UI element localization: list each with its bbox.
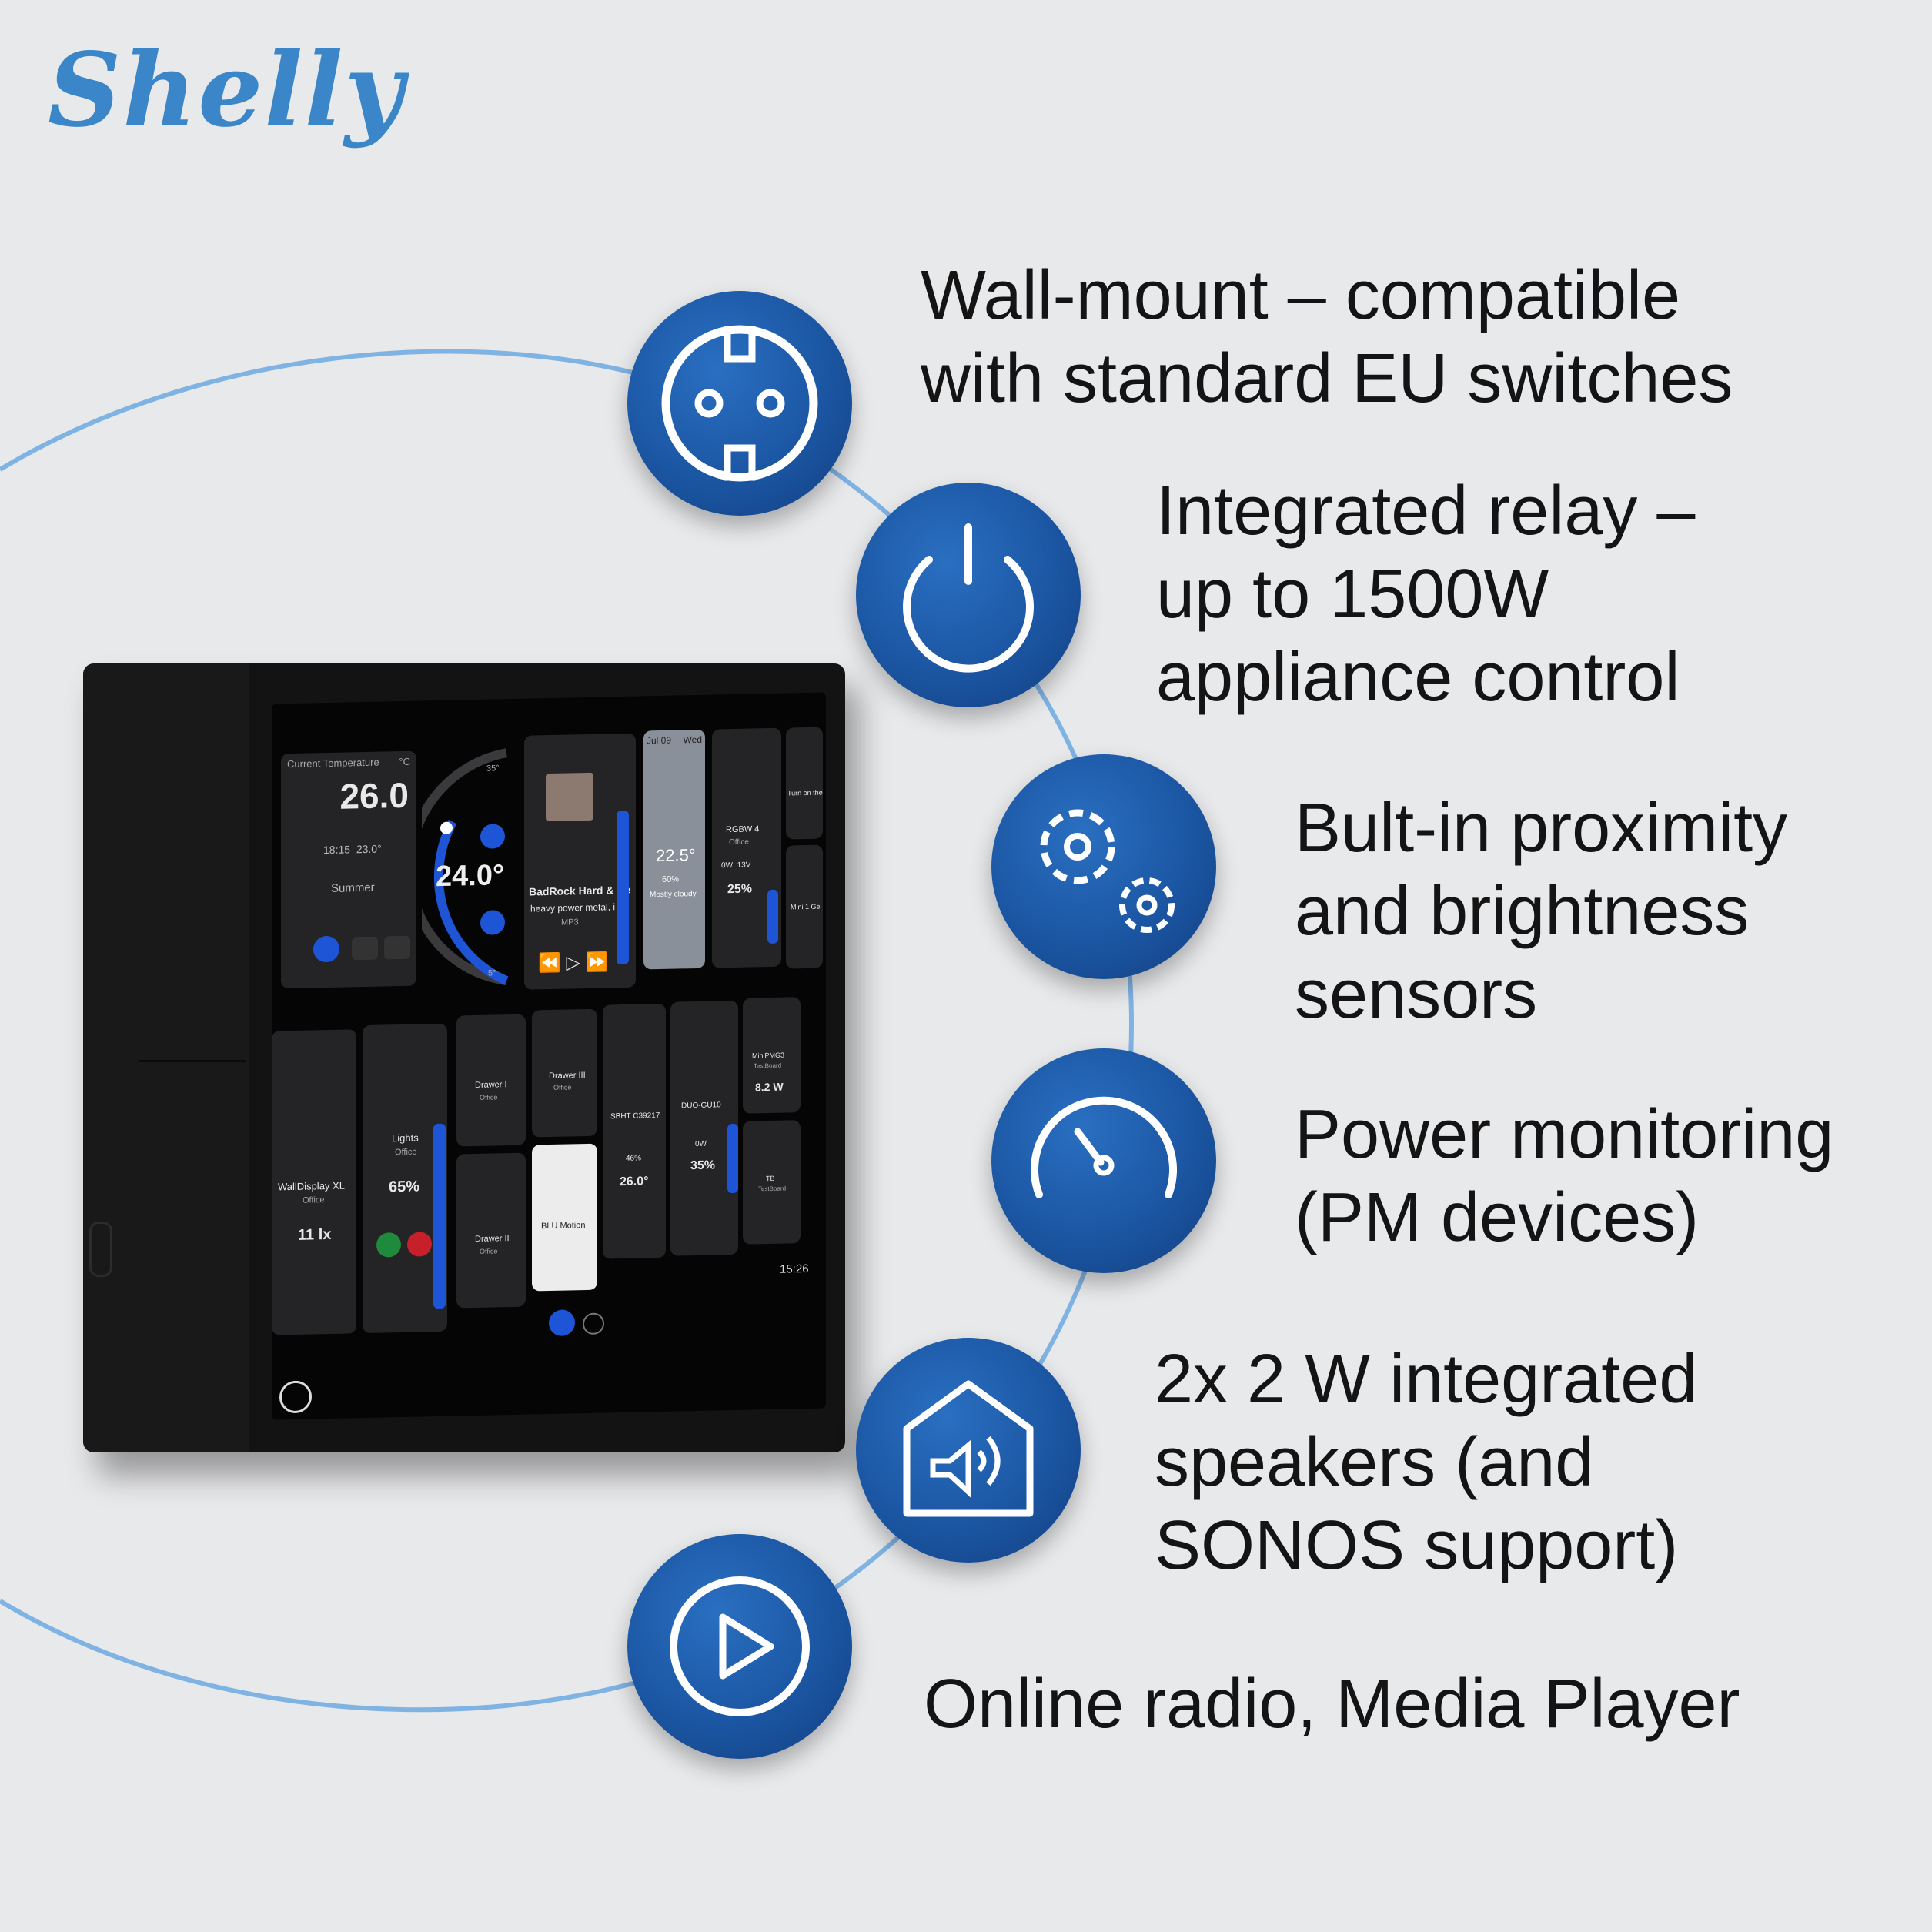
drawer-3-tile[interactable]: Drawer III Office: [532, 1008, 597, 1138]
lights-off-button[interactable]: [407, 1232, 432, 1257]
current-temperature-tile[interactable]: Current Temperature °C 26.0 18:15 23.0° …: [281, 750, 416, 989]
home-nav-button[interactable]: [549, 1309, 575, 1336]
wall-display-device: Current Temperature °C 26.0 18:15 23.0° …: [83, 663, 845, 1452]
smart-speaker-house-icon: [856, 1338, 1081, 1563]
rgbw-tile[interactable]: RGBW 4 Office 0W 13V 25%: [712, 727, 781, 968]
gears-icon: [991, 754, 1216, 979]
walldisplay-tile[interactable]: WallDisplay XL Office 11 lx: [272, 1029, 356, 1335]
shelly-badge: [279, 1380, 312, 1414]
duo-gu10-tile[interactable]: DUO-GU10 0W 35%: [670, 1000, 738, 1256]
side-button[interactable]: [89, 1222, 112, 1277]
eu-socket-icon: [627, 291, 852, 516]
sbht-tile[interactable]: SBHT C39217 46% 26.0°: [603, 1003, 666, 1259]
weather-tile[interactable]: Jul 09 Wed 22.5° 60% Mostly cloudy: [643, 729, 705, 970]
drawer-1-tile[interactable]: Drawer I Office: [456, 1014, 526, 1147]
album-art: [546, 772, 593, 822]
lights-tile[interactable]: Lights Office 65%: [363, 1023, 447, 1334]
feature-media: Online radio, Media Player: [924, 1666, 1740, 1743]
gauge-icon: [991, 1048, 1216, 1273]
shelly-logo: Shelly: [48, 31, 406, 150]
settings-button[interactable]: [352, 936, 378, 961]
power-button[interactable]: [313, 935, 339, 963]
settings-nav-button[interactable]: [583, 1312, 604, 1335]
device-side-panel: [83, 663, 249, 1452]
tb-tile[interactable]: TB TestBoard: [743, 1120, 801, 1245]
turn-on-tile[interactable]: Turn on the: [786, 727, 823, 840]
drawer-2-tile[interactable]: Drawer II Office: [456, 1152, 526, 1309]
device-screen: Current Temperature °C 26.0 18:15 23.0° …: [272, 692, 826, 1420]
chart-button[interactable]: [384, 935, 410, 960]
minipm-tile[interactable]: MiniPMG3 TestBoard 8.2 W: [743, 997, 801, 1114]
lights-on-button[interactable]: [376, 1232, 401, 1258]
media-player-tile[interactable]: BadRock Hard & He heavy power metal, i M…: [524, 733, 636, 990]
blu-motion-tile[interactable]: BLU Motion: [532, 1143, 597, 1292]
playback-controls[interactable]: ⏪ ▷ ⏩: [538, 951, 609, 974]
thermostat-dial[interactable]: 24.0° 35° 5°: [422, 744, 514, 992]
power-icon: [856, 483, 1081, 707]
play-icon: [627, 1534, 852, 1759]
mini-tile[interactable]: Mini 1 Ge: [786, 844, 823, 969]
feature-power-monitoring: Power monitoring(PM devices): [1295, 1096, 1834, 1256]
